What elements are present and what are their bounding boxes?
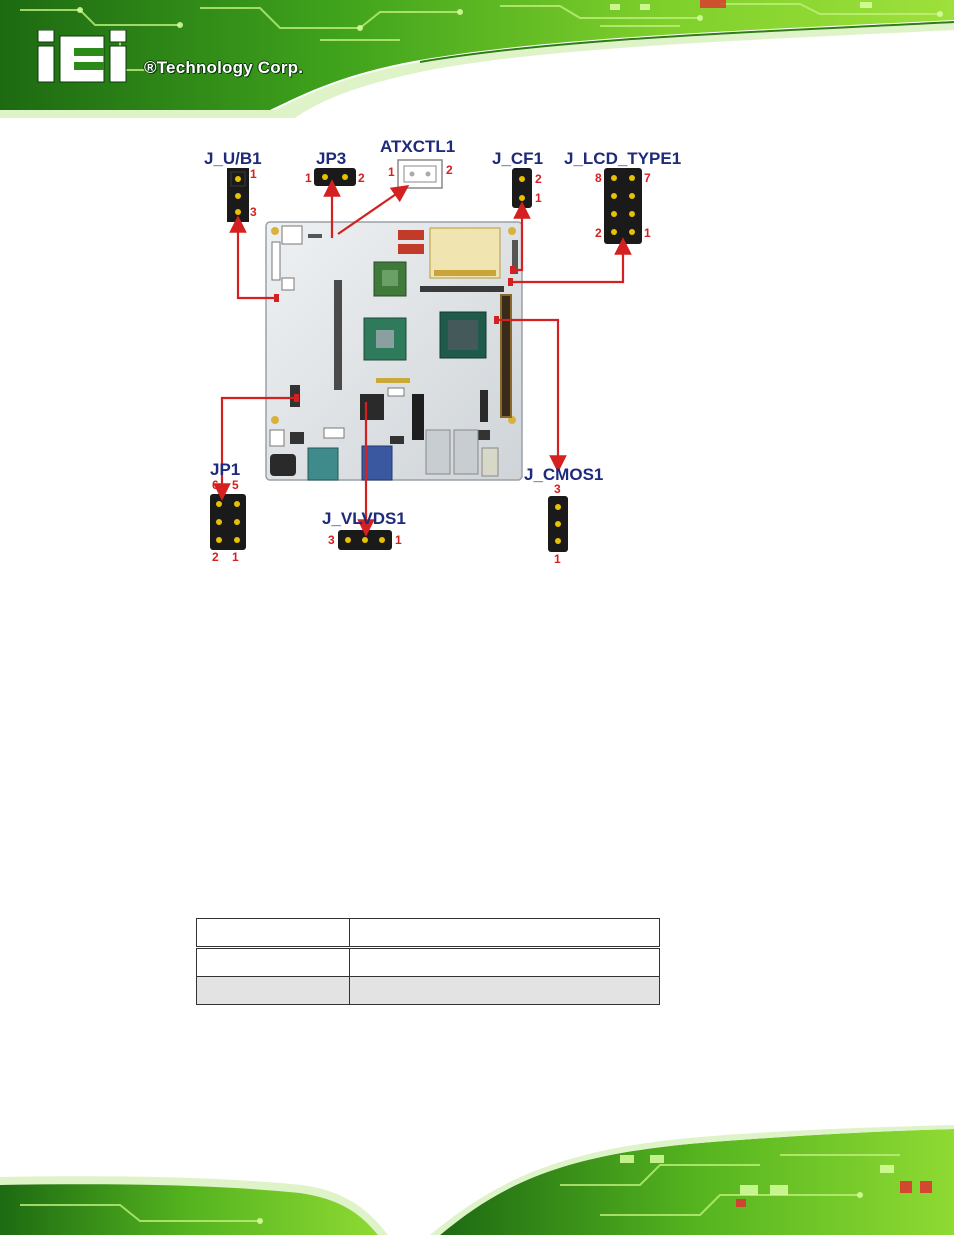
iei-logo-icon bbox=[37, 29, 127, 83]
table-cell bbox=[349, 976, 660, 1005]
label-j-ub1: J_U/B1 bbox=[204, 149, 262, 168]
circuit-background-bottom bbox=[0, 1125, 954, 1235]
pin-j-lcd-type1-b: 7 bbox=[644, 171, 651, 185]
atxctl1-connector-graphic bbox=[397, 159, 443, 189]
table-header-cell bbox=[196, 918, 350, 949]
pin-atxctl1-a: 1 bbox=[388, 165, 395, 179]
label-jp3: JP3 bbox=[316, 149, 347, 168]
arrow-atxctl1 bbox=[337, 185, 410, 235]
j-ub1-jumper-graphic bbox=[227, 168, 249, 222]
j-cf1-jumper-graphic bbox=[512, 168, 532, 208]
callout-arrows bbox=[213, 179, 632, 537]
pin-j-lcd-type1-c: 2 bbox=[595, 226, 602, 240]
pin-j-ub1-b: 3 bbox=[250, 205, 257, 219]
table-cell bbox=[196, 976, 350, 1005]
pin-j-vlvds1-a: 3 bbox=[328, 533, 335, 547]
j-vlvds1-jumper-graphic bbox=[338, 530, 392, 550]
pin-jp1-b: 5 bbox=[232, 478, 239, 492]
pin-jp3-a: 1 bbox=[305, 171, 312, 185]
company-logo: ®Technology Corp. bbox=[36, 29, 303, 86]
pin-j-vlvds1-b: 1 bbox=[395, 533, 402, 547]
table-cell bbox=[349, 947, 660, 977]
jp1-jumper-graphic bbox=[210, 494, 246, 550]
arrow-j-ub1 bbox=[229, 215, 276, 300]
pin-j-cmos1-a: 3 bbox=[554, 482, 561, 496]
arrow-j-lcd-type1 bbox=[510, 237, 632, 284]
table-header-row bbox=[196, 918, 660, 949]
pin-jp1-d: 1 bbox=[232, 550, 239, 564]
table-row bbox=[196, 947, 660, 977]
pin-j-cmos1-b: 1 bbox=[554, 552, 561, 566]
pin-jp1-c: 2 bbox=[212, 550, 219, 564]
pin-j-cf1-a: 2 bbox=[535, 172, 542, 186]
label-atxctl1: ATXCTL1 bbox=[380, 137, 456, 156]
j-cmos1-jumper-graphic bbox=[548, 496, 568, 552]
diagram-graphics bbox=[210, 159, 642, 552]
arrow-j-cmos1 bbox=[496, 318, 567, 473]
logo-tagline: ®Technology Corp. bbox=[144, 58, 304, 77]
label-j-cf1: J_CF1 bbox=[492, 149, 544, 168]
footer-banner bbox=[0, 1125, 954, 1235]
jumper-location-diagram: J_U/B1 1 3 JP3 1 2 ATXCTL1 1 2 J_CF1 2 1… bbox=[190, 130, 710, 570]
pin-j-lcd-type1-a: 8 bbox=[595, 171, 602, 185]
j-lcd-type1-jumper-graphic bbox=[604, 168, 642, 244]
arrow-jp1 bbox=[213, 396, 296, 501]
pin-jp1-a: 6 bbox=[212, 478, 219, 492]
label-j-cmos1: J_CMOS1 bbox=[524, 465, 604, 484]
label-j-vlvds1: J_VLVDS1 bbox=[322, 509, 406, 528]
pin-jp3-b: 2 bbox=[358, 171, 365, 185]
pin-j-ub1-a: 1 bbox=[250, 167, 257, 181]
table-header-cell bbox=[349, 918, 660, 949]
table-row bbox=[196, 976, 660, 1005]
pin-j-lcd-type1-d: 1 bbox=[644, 226, 651, 240]
arrow-j-cf1 bbox=[512, 201, 531, 272]
pin-j-cf1-b: 1 bbox=[535, 191, 542, 205]
motherboard bbox=[265, 221, 523, 481]
jp3-jumper-graphic bbox=[314, 168, 356, 186]
label-jp1: JP1 bbox=[210, 460, 241, 479]
header-banner: ®Technology Corp. bbox=[0, 0, 954, 118]
jumper-settings-table bbox=[196, 918, 660, 1005]
pin-atxctl1-b: 2 bbox=[446, 163, 453, 177]
table-cell bbox=[196, 947, 350, 977]
circuit-background-top bbox=[0, 0, 954, 118]
label-j-lcd-type1: J_LCD_TYPE1 bbox=[564, 149, 682, 168]
